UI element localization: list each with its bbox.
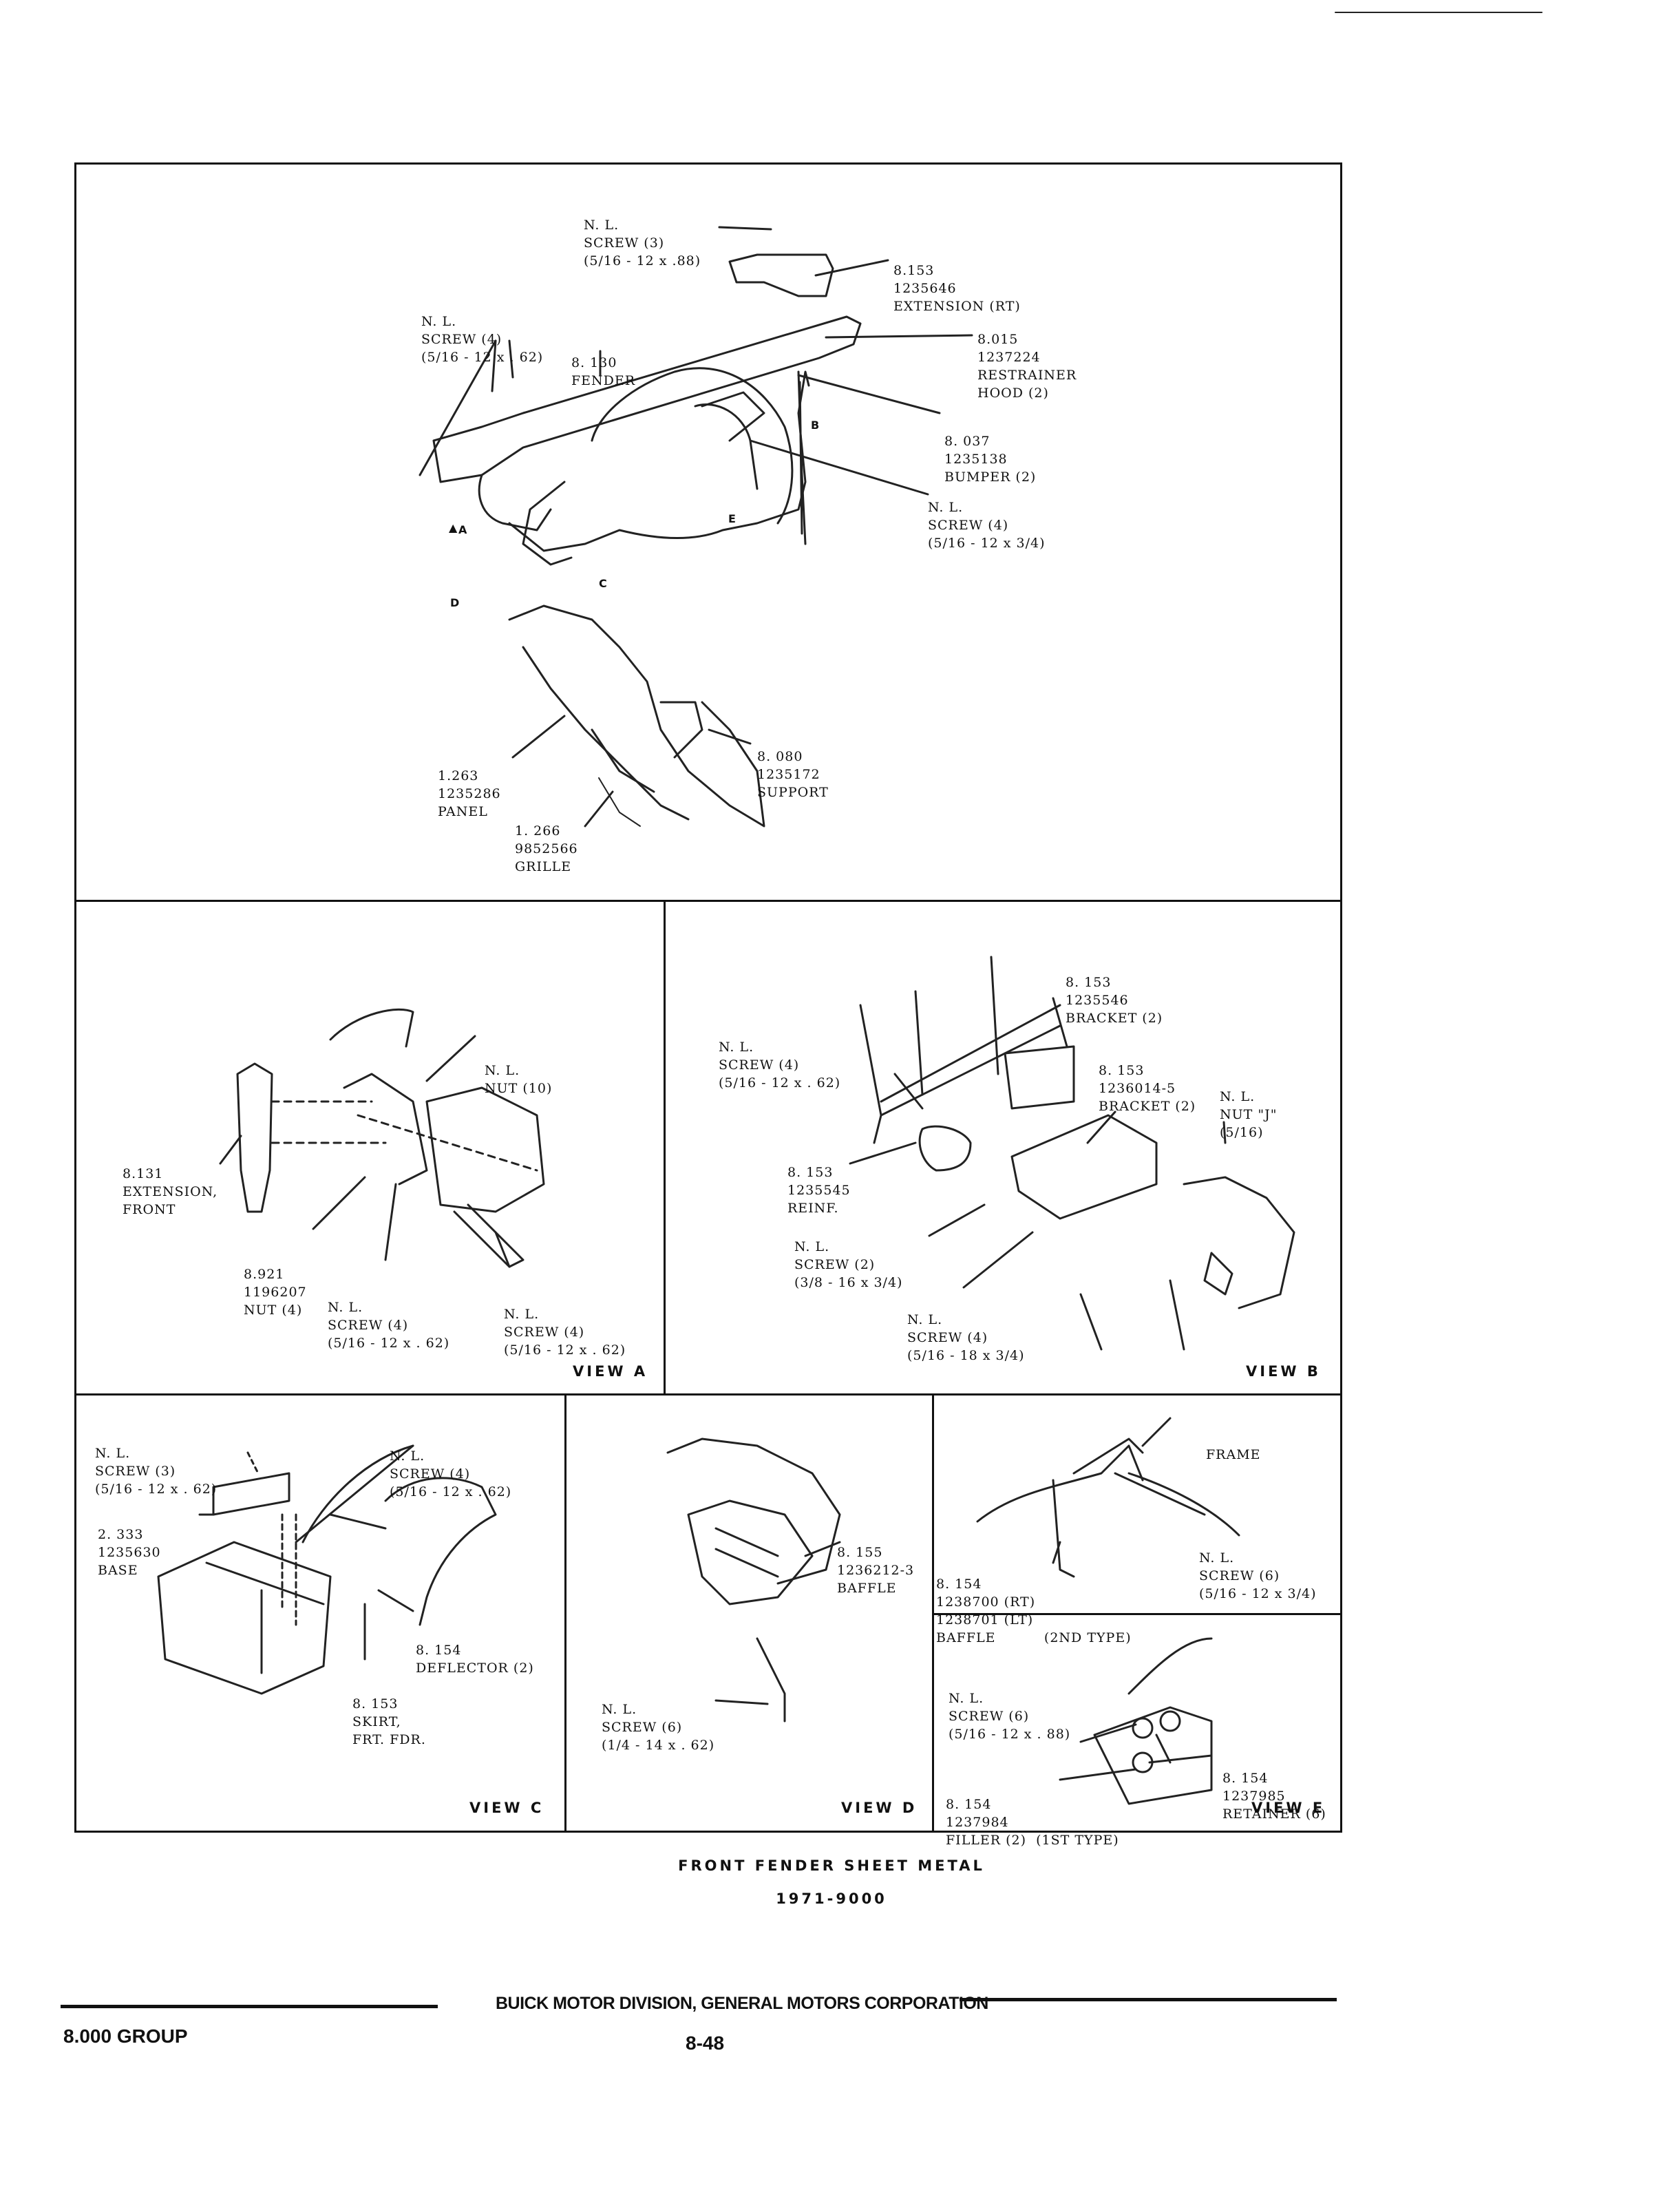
label-screw-4-a2: N. L.SCREW (4)(5/16 - 12 x . 62) <box>504 1307 626 1358</box>
label-screw-6-e: N. L.SCREW (6)(5/16 - 12 x . 88) <box>949 1691 1071 1742</box>
view-e-title: VIEW E <box>1251 1800 1326 1816</box>
label-nut-j: N. L.NUT "J"(5/16) <box>1220 1089 1278 1140</box>
footer-page-number: 8-48 <box>686 2032 725 2054</box>
label-nut-10: N. L.NUT (10) <box>485 1063 553 1096</box>
label-screw-6-d: N. L.SCREW (6)(1/4 - 14 x . 62) <box>602 1702 715 1753</box>
footer-rule-right <box>960 1998 1337 2001</box>
callout-b-letter: B <box>811 419 820 432</box>
label-screw-4-c: N. L.SCREW (4)(5/16 - 12 x . 62) <box>390 1449 512 1499</box>
label-nl-screw-4-right: N. L.SCREW (4)(5/16 - 12 x 3/4) <box>928 500 1046 551</box>
top-panel <box>74 162 1342 902</box>
callout-a-icon: ▲ <box>449 521 458 534</box>
view-e-panel <box>932 1613 1342 1833</box>
view-d-title: VIEW D <box>841 1800 918 1816</box>
label-nl-screw-4-left: N. L.SCREW (4)(5/16 - 12 x . 62) <box>421 314 544 365</box>
footer-division: BUICK MOTOR DIVISION, GENERAL MOTORS COR… <box>496 1994 988 2013</box>
view-b-title: VIEW B <box>1246 1363 1321 1380</box>
figure-subtitle: 1971-9000 <box>776 1890 887 1907</box>
label-screw-4-b: N. L.SCREW (4)(5/16 - 12 x . 62) <box>719 1040 841 1091</box>
label-frame: FRAME <box>1206 1447 1261 1462</box>
callout-d-letter: D <box>450 596 460 609</box>
label-screw-6-2nd: N. L.SCREW (6)(5/16 - 12 x 3/4) <box>1199 1550 1317 1601</box>
footer-rule-left <box>61 2005 438 2008</box>
label-screw-4-a1: N. L.SCREW (4)(5/16 - 12 x . 62) <box>328 1300 450 1351</box>
view-a-title: VIEW A <box>573 1363 648 1380</box>
callout-a-letter: A <box>458 523 467 536</box>
callout-e-letter: E <box>728 512 736 525</box>
label-screw-2-b: N. L.SCREW (2)(3/8 - 16 x 3/4) <box>794 1239 903 1290</box>
figure-title: FRONT FENDER SHEET METAL <box>678 1857 985 1874</box>
footer-group: 8.000 GROUP <box>63 2025 188 2047</box>
label-screw-4-b2: N. L.SCREW (4)(5/16 - 18 x 3/4) <box>907 1312 1025 1363</box>
label-screw-3-c: N. L.SCREW (3)(5/16 - 12 x . 62) <box>95 1446 218 1497</box>
label-nl-screw-3-top: N. L.SCREW (3)(5/16 - 12 x .88) <box>584 218 701 268</box>
view-c-title: VIEW C <box>469 1800 544 1816</box>
callout-c-letter: C <box>599 577 607 590</box>
